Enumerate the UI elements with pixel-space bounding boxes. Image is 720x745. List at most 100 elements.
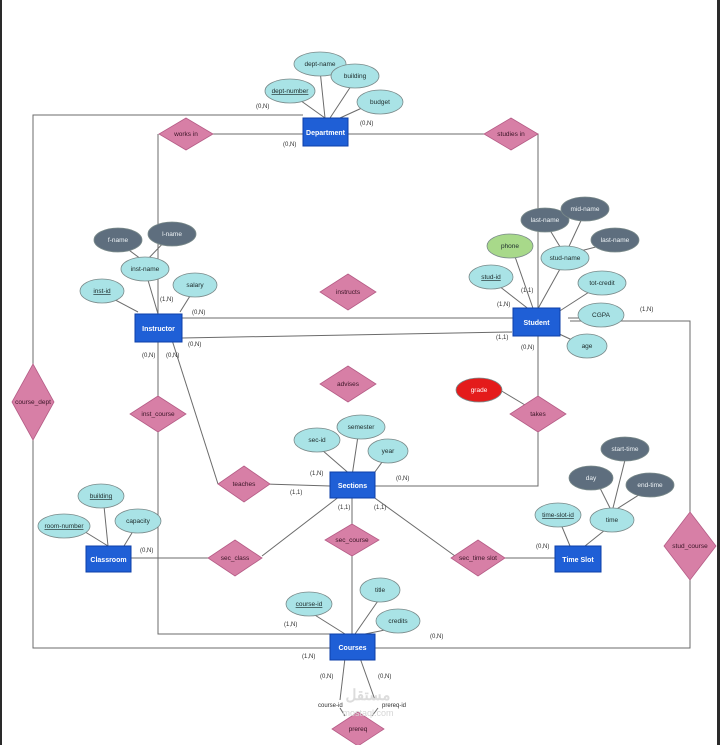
svg-text:tot-credit: tot-credit: [589, 280, 614, 287]
entity-instructor[interactable]: Instructor: [134, 313, 183, 343]
svg-text:age: age: [582, 343, 593, 350]
svg-text:dept-name: dept-name: [304, 61, 335, 68]
attr-last-name: last-name: [520, 207, 570, 233]
relationship-stud-course[interactable]: stud_course: [663, 511, 717, 581]
relationship-course-dept[interactable]: course_dept: [11, 363, 55, 441]
svg-text:sec-id: sec-id: [308, 437, 326, 444]
relationship-inst-course[interactable]: inst_course: [129, 395, 187, 433]
entity-courses[interactable]: Courses: [329, 633, 376, 661]
svg-text:(0,N): (0,N): [396, 476, 409, 482]
entity-student[interactable]: Student: [512, 307, 561, 337]
svg-text:studies in: studies in: [497, 131, 525, 138]
relationship-sec-course[interactable]: sec_course: [324, 523, 380, 557]
attr-inst-name: inst-name: [120, 256, 170, 282]
attr-grade: grade: [455, 377, 503, 403]
attr-semester: semester: [336, 414, 386, 440]
svg-text:(0,N): (0,N): [521, 345, 534, 351]
svg-text:Sections: Sections: [338, 483, 367, 490]
svg-text:salary: salary: [186, 282, 204, 289]
relationship-advises[interactable]: advises: [319, 365, 377, 403]
attr-credits: credits: [375, 608, 421, 634]
attr-capacity: capacity: [114, 508, 162, 534]
relationship-teaches[interactable]: teaches: [217, 465, 271, 503]
studies-in-line: [348, 133, 539, 314]
relationship-prereq[interactable]: prereq: [331, 711, 385, 745]
attr-salary: salary: [172, 272, 218, 298]
relationship-works-in[interactable]: works in: [158, 117, 214, 151]
svg-text:(0,N): (0,N): [360, 121, 373, 127]
svg-text:Courses: Courses: [338, 645, 366, 652]
svg-text:inst-name: inst-name: [131, 266, 160, 273]
svg-text:end-time: end-time: [637, 482, 663, 489]
svg-text:mid-name: mid-name: [571, 206, 600, 213]
entity-sections[interactable]: Sections: [329, 471, 376, 499]
svg-text:time-slot-id: time-slot-id: [542, 512, 574, 519]
svg-text:(1,1): (1,1): [374, 505, 386, 511]
svg-text:(1,1): (1,1): [290, 490, 302, 496]
course-dept-line: [32, 114, 330, 649]
relationship-takes[interactable]: takes: [509, 395, 567, 433]
attr-age: age: [566, 333, 608, 359]
svg-text:grade: grade: [471, 387, 488, 394]
svg-text:(0,N): (0,N): [536, 544, 549, 550]
svg-text:Department: Department: [306, 130, 346, 137]
attr-dept-name: dept-name: [293, 51, 347, 77]
svg-text:(0,N): (0,N): [378, 674, 391, 680]
svg-text:(0,N): (0,N): [140, 548, 153, 554]
svg-text:l-name: l-name: [162, 231, 182, 238]
stud-course-line: [375, 320, 691, 649]
svg-text:(0,N): (0,N): [430, 634, 443, 640]
attr-last-name-2: last-name: [590, 227, 640, 253]
attr-stud-name: stud-name: [540, 245, 590, 271]
inst-course-line: [157, 134, 330, 635]
svg-text:sec_course: sec_course: [335, 537, 369, 544]
teaches-line: [171, 339, 219, 485]
svg-text:budget: budget: [370, 99, 390, 106]
svg-text:(0,N): (0,N): [142, 353, 155, 359]
left-border: [0, 0, 2, 745]
attr-building: building: [330, 63, 380, 89]
relationship-sec-time-slot[interactable]: sec_time slot: [450, 539, 506, 577]
svg-text:credits: credits: [388, 618, 408, 625]
entity-classroom[interactable]: Classroom: [85, 545, 132, 573]
relationship-studies-in[interactable]: studies in: [483, 117, 539, 151]
attr-room-building: building: [77, 483, 125, 509]
svg-text:(1,1): (1,1): [338, 505, 350, 511]
attr-mid-name: mid-name: [560, 196, 610, 222]
svg-text:teaches: teaches: [233, 481, 257, 488]
svg-text:building: building: [90, 493, 113, 500]
svg-text:(0,N): (0,N): [188, 342, 201, 348]
entity-time-slot[interactable]: Time Slot: [554, 545, 602, 573]
svg-text:stud-id: stud-id: [481, 274, 501, 281]
svg-text:works in: works in: [173, 131, 198, 138]
attr-cgpa: CGPA: [577, 302, 625, 328]
svg-text:CGPA: CGPA: [592, 312, 611, 319]
watermark: مستقل mostaql.com: [342, 687, 393, 718]
cardinality-labels: (0,N) (0,N) (0,N) (1,N) (0,N) (0,N) (0,N…: [140, 104, 653, 680]
right-border: [717, 0, 720, 745]
svg-text:last-name: last-name: [601, 237, 630, 244]
attr-inst-id: inst-id: [79, 278, 125, 304]
relationship-sec-class[interactable]: sec_class: [207, 539, 263, 577]
attr-title: title: [359, 577, 401, 603]
svg-text:takes: takes: [530, 411, 546, 418]
svg-text:(0,N): (0,N): [256, 104, 269, 110]
advises-line: [181, 331, 513, 339]
svg-text:(1,N): (1,N): [160, 297, 173, 303]
relationship-instructs[interactable]: instructs: [319, 273, 377, 311]
attr-time-slot-id: time-slot-id: [534, 502, 582, 528]
attr-l-name: l-name: [147, 221, 197, 247]
svg-text:stud_course: stud_course: [672, 543, 708, 550]
svg-text:(1,N): (1,N): [310, 471, 323, 477]
attr-end-time: end-time: [625, 472, 675, 498]
svg-text:Instructor: Instructor: [142, 326, 175, 333]
svg-text:(0,N): (0,N): [320, 674, 333, 680]
attr-sec-id: sec-id: [293, 427, 341, 453]
svg-text:(0,N): (0,N): [283, 142, 296, 148]
svg-text:(1,1): (1,1): [521, 288, 533, 294]
attr-f-name: f-name: [93, 227, 143, 253]
svg-text:day: day: [586, 475, 597, 482]
svg-text:(1,1): (1,1): [496, 335, 508, 341]
svg-text:(1,N): (1,N): [302, 654, 315, 660]
entity-department[interactable]: Department: [302, 117, 349, 147]
